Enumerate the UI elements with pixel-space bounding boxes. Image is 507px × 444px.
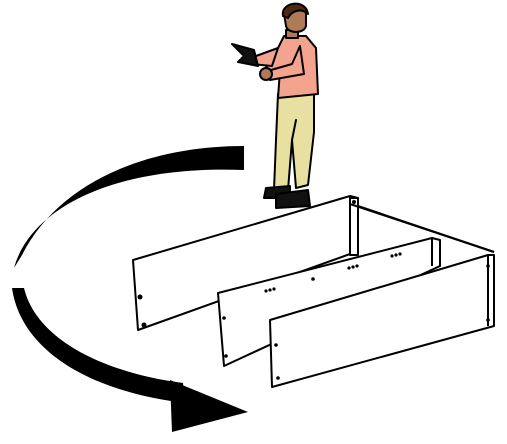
instruction-sheet bbox=[231, 43, 259, 67]
arrow-head bbox=[170, 380, 248, 432]
arrow-lower-arc bbox=[12, 288, 185, 403]
arrow-upper-arc bbox=[14, 146, 244, 268]
person-hand bbox=[259, 67, 273, 81]
drawer-frame-panels-icon bbox=[132, 195, 495, 388]
person-shoe-right bbox=[275, 189, 311, 209]
person-hair bbox=[281, 2, 309, 19]
person-pants bbox=[273, 91, 315, 191]
panel-holes bbox=[137, 200, 490, 380]
person-reading-instructions-icon bbox=[231, 2, 319, 209]
left-long-panel bbox=[132, 195, 351, 331]
rotate-arrow-icon bbox=[12, 146, 248, 432]
front-panel bbox=[269, 254, 495, 388]
